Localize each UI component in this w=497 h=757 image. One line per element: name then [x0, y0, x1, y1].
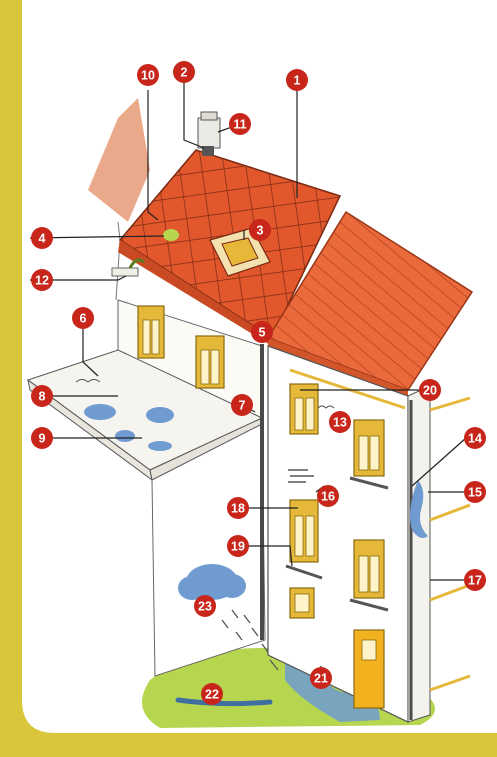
callout-2: 2 — [173, 61, 195, 83]
callout-8: 8 — [31, 385, 53, 407]
callout-label: 18 — [231, 502, 245, 516]
callout-label: 17 — [468, 574, 482, 588]
callout-18: 18 — [227, 497, 249, 519]
callout-label: 3 — [257, 224, 264, 238]
callout-label: 12 — [35, 274, 49, 288]
callout-4: 4 — [31, 227, 53, 249]
callout-11: 11 — [229, 113, 251, 135]
callout-label: 14 — [468, 432, 482, 446]
callout-17: 17 — [464, 569, 486, 591]
callout-label: 19 — [231, 540, 245, 554]
callout-19: 19 — [227, 535, 249, 557]
callout-20: 20 — [419, 379, 441, 401]
callout-14: 14 — [464, 427, 486, 449]
callout-13: 13 — [329, 411, 351, 433]
callout-label: 1 — [294, 74, 301, 88]
callout-7: 7 — [231, 394, 253, 416]
callout-label: 9 — [39, 432, 46, 446]
callout-label: 13 — [333, 416, 347, 430]
callout-label: 10 — [141, 69, 155, 83]
callout-label: 8 — [39, 390, 46, 404]
callout-5: 5 — [251, 321, 273, 343]
callout-label: 2 — [181, 66, 188, 80]
callout-1: 1 — [286, 69, 308, 91]
callout-label: 5 — [259, 326, 266, 340]
callout-23: 23 — [194, 595, 216, 617]
callout-3: 3 — [249, 219, 271, 241]
callout-label: 20 — [423, 384, 437, 398]
callout-15: 15 — [464, 481, 486, 503]
callout-label: 4 — [39, 232, 46, 246]
callout-16: 16 — [317, 485, 339, 507]
callout-label: 15 — [468, 486, 482, 500]
callout-label: 11 — [233, 118, 246, 132]
callout-12: 12 — [31, 269, 53, 291]
chimney — [198, 112, 220, 156]
callout-label: 23 — [198, 600, 212, 614]
callout-label: 22 — [205, 688, 219, 702]
callout-label: 16 — [321, 490, 335, 504]
callout-22: 22 — [201, 683, 223, 705]
callout-9: 9 — [31, 427, 53, 449]
callout-21: 21 — [310, 667, 332, 689]
callout-label: 7 — [239, 399, 246, 413]
callout-10: 10 — [137, 64, 159, 86]
callout-label: 21 — [314, 672, 328, 686]
callout-label: 6 — [80, 312, 87, 326]
callout-6: 6 — [72, 307, 94, 329]
